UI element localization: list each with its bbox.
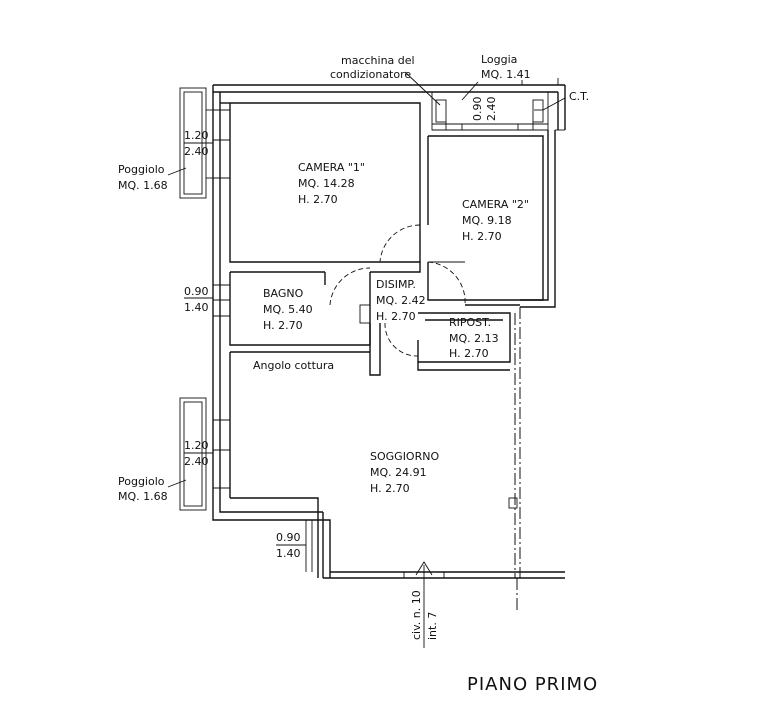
ripost-name: RIPOST. xyxy=(449,316,491,329)
entrance-civ-label: civ. n. 10 xyxy=(410,590,423,640)
leader-lines xyxy=(167,71,566,488)
bagno-area: MQ. 5.40 xyxy=(263,303,313,316)
ripost-height: H. 2.70 xyxy=(449,347,489,360)
bagno-name: BAGNO xyxy=(263,287,304,300)
camera-2-room xyxy=(427,135,544,301)
camera-1-height: H. 2.70 xyxy=(298,193,338,206)
window-loggia-b: 2.40 xyxy=(485,97,498,122)
disimp-name: DISIMP. xyxy=(376,278,416,291)
doors xyxy=(329,224,466,579)
window-loggia-a: 0.90 xyxy=(471,97,484,122)
ripost-area: MQ. 2.13 xyxy=(449,332,499,345)
ct-label: C.T. xyxy=(569,90,589,103)
window-poggiolo-bottom-a: 1.20 xyxy=(184,439,209,452)
camera-2-height: H. 2.70 xyxy=(462,230,502,243)
labels: CAMERA "1" MQ. 14.28 H. 2.70 CAMERA "2" … xyxy=(118,53,598,695)
camera-1-name: CAMERA "1" xyxy=(298,161,365,174)
soggiorno-area: MQ. 24.91 xyxy=(370,466,427,479)
bagno-height: H. 2.70 xyxy=(263,319,303,332)
poggiolo-top-name: Poggiolo xyxy=(118,163,165,176)
soggiorno-height: H. 2.70 xyxy=(370,482,410,495)
loggia-area: MQ. 1.41 xyxy=(481,68,531,81)
disimp-height: H. 2.70 xyxy=(376,310,416,323)
camera-1-area: MQ. 14.28 xyxy=(298,177,355,190)
camera-2-area: MQ. 9.18 xyxy=(462,214,512,227)
window-soggiorno-a: 0.90 xyxy=(276,531,301,544)
outer-walls xyxy=(212,84,566,579)
poggiolo-bottom-balcony xyxy=(179,397,230,511)
window-poggiolo-bottom-b: 2.40 xyxy=(184,455,209,468)
angolo-cottura-label: Angolo cottura xyxy=(253,359,334,372)
entrance-arrow xyxy=(415,561,433,648)
poggiolo-top-balcony xyxy=(179,87,230,199)
loggia-name: Loggia xyxy=(481,53,517,66)
entrance-int-label: int. 7 xyxy=(426,612,439,640)
poggiolo-bottom-name: Poggiolo xyxy=(118,475,165,488)
poggiolo-top-area: MQ. 1.68 xyxy=(118,179,168,192)
window-bagno-b: 1.40 xyxy=(184,301,209,314)
window-poggiolo-top-b: 2.40 xyxy=(184,145,209,158)
soggiorno-name: SOGGIORNO xyxy=(370,450,439,463)
plan-title: PIANO PRIMO xyxy=(467,674,598,695)
macchina-label-line2: condizionatore xyxy=(330,68,411,81)
window-soggiorno-b: 1.40 xyxy=(276,547,301,560)
poggiolo-bottom-area: MQ. 1.68 xyxy=(118,490,168,503)
window-bagno-a: 0.90 xyxy=(184,285,209,298)
camera-2-name: CAMERA "2" xyxy=(462,198,529,211)
macchina-label-line1: macchina del xyxy=(341,54,415,67)
bagno-window xyxy=(184,284,230,317)
disimp-area: MQ. 2.42 xyxy=(376,294,426,307)
loggia xyxy=(431,91,549,131)
disimpegno-area xyxy=(359,262,520,376)
soggiorno-window xyxy=(276,520,319,572)
window-poggiolo-top-a: 1.20 xyxy=(184,129,209,142)
